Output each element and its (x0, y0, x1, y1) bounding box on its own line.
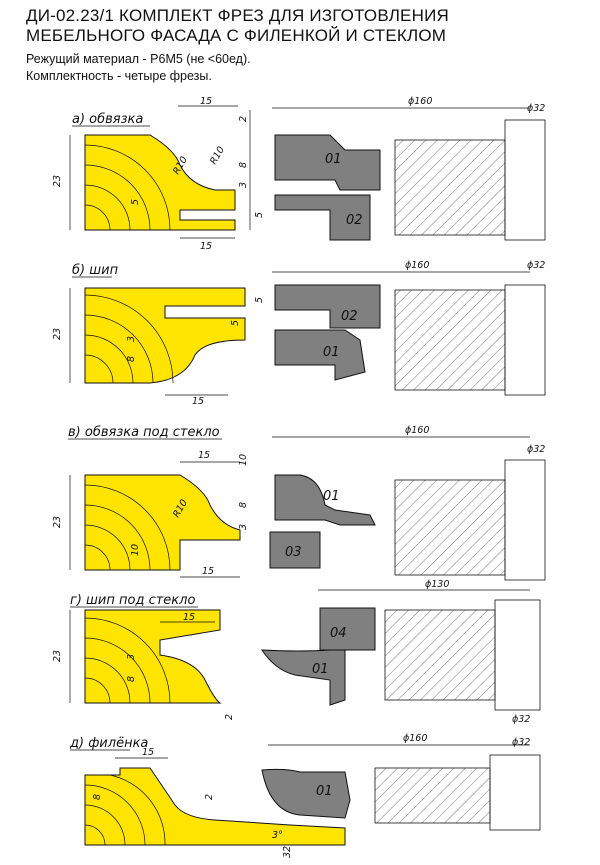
dim-c-2: 8 (238, 502, 249, 508)
wood-profile-a (84, 134, 236, 231)
title-line-2: МЕБЕЛЬНОГО ФАСАДА С ФИЛЕНКОЙ И СТЕКЛОМ (26, 26, 447, 45)
cutter-b-label-1: 02 (341, 309, 358, 324)
material-note: Режущий материал - Р6М5 (не <60ед). (26, 52, 251, 66)
diameter-c: ϕ160 (405, 425, 429, 436)
section-a: а) обвязка 23 15 2 8 3 5 15 R10 R10 5 ϕ1… (52, 96, 546, 252)
dim-23-a: 23 (52, 175, 63, 187)
grain-e (84, 774, 166, 846)
shank-body-a (504, 119, 546, 241)
section-d: г) шип под стекло 23 15 3 8 2 ϕ130 ϕ32 0… (52, 579, 541, 725)
dim-b-2: 3 (126, 336, 137, 342)
cutter-e-01 (261, 768, 351, 819)
dim-a-1: 2 (238, 116, 249, 122)
shank-e: ϕ32 (512, 737, 530, 748)
section-b: б) шип 23 5 5 3 8 15 ϕ160 ϕ32 02 01 (52, 260, 546, 407)
section-d-label: г) шип под стекло (70, 593, 195, 608)
cutter-d-label-1: 04 (330, 626, 347, 641)
dim-a-0: 15 (200, 96, 212, 107)
wood-profile-e (84, 767, 346, 846)
dim-a-4: 5 (254, 212, 265, 218)
cutter-a-label-1: 01 (325, 152, 342, 167)
diameter-e: ϕ160 (403, 733, 427, 744)
cutter-c-01 (274, 474, 376, 526)
dim-23-d: 23 (52, 650, 63, 662)
hatch-body-c (394, 479, 506, 576)
grain-b (84, 294, 174, 384)
grain-a (84, 144, 171, 231)
cutter-a-label-2: 02 (346, 213, 363, 228)
dim-b-1: 5 (230, 320, 241, 326)
shank-body-e (489, 754, 541, 831)
cutter-d-label-2: 01 (312, 662, 329, 677)
diameter-b: ϕ160 (405, 260, 429, 271)
grain-d (84, 617, 171, 704)
wood-profile-d (84, 609, 222, 704)
dim-c-6: 15 (202, 566, 214, 577)
dim-e-1: 8 (92, 794, 103, 800)
hatch-body-d (384, 609, 496, 701)
dim-b-0: 5 (254, 297, 265, 303)
cutter-a-01 (274, 134, 381, 191)
shank-body-d (494, 599, 541, 711)
dim-d-1: 3 (126, 654, 137, 660)
dim-e-3: 3° (272, 830, 283, 841)
title-line-1: ДИ-02.23/1 КОМПЛЕКТ ФРЕЗ ДЛЯ ИЗГОТОВЛЕНИ… (26, 6, 449, 25)
shank-c: ϕ32 (527, 444, 545, 455)
diameter-d: ϕ130 (425, 579, 449, 590)
shank-body-c (504, 459, 546, 581)
section-c-label: в) обвязка под стекло (68, 425, 220, 440)
dim-23-b: 23 (52, 328, 63, 340)
shank-d: ϕ32 (512, 714, 530, 725)
grain-c (84, 484, 171, 571)
diameter-a: ϕ160 (408, 96, 432, 107)
shank-a: ϕ32 (527, 103, 545, 114)
dim-a-2: 8 (238, 162, 249, 168)
wood-profile-c (84, 474, 241, 571)
dim-23-c: 23 (52, 516, 63, 528)
header: ДИ-02.23/1 КОМПЛЕКТ ФРЕЗ ДЛЯ ИЗГОТОВЛЕНИ… (26, 6, 586, 85)
section-a-label: а) обвязка (72, 112, 143, 127)
cutter-b-label-2: 01 (323, 345, 340, 360)
dim-d-3: 2 (224, 714, 235, 720)
cutter-c-03 (269, 531, 321, 569)
dim-c-1: 10 (238, 454, 249, 466)
section-e: д) филёнка 15 8 2 3° 32 ϕ160 ϕ32 01 (69, 733, 541, 858)
dim-a-7: R10 (208, 145, 227, 167)
dim-a-8: 5 (130, 199, 141, 205)
dim-d-2: 8 (126, 676, 137, 682)
dim-e-0: 15 (142, 747, 154, 758)
shank-body-b (504, 284, 546, 396)
cutter-c-label-1: 01 (323, 489, 340, 504)
dim-c-5: 10 (130, 544, 141, 556)
wood-profile-b (84, 287, 246, 384)
hatch-body-b (394, 289, 506, 391)
hatch-body-a (394, 139, 506, 236)
dim-c-0: 15 (198, 450, 210, 461)
dim-b-3: 8 (126, 356, 137, 362)
section-e-label: д) филёнка (69, 736, 148, 751)
dim-c-3: 3 (238, 524, 249, 530)
dim-e-4: 32 (282, 846, 293, 858)
cutter-b-02 (274, 284, 381, 329)
dim-e-2: 2 (204, 794, 215, 800)
cutter-d-01 (261, 649, 346, 706)
cutter-c-label-2: 03 (285, 545, 302, 560)
hatch-body-e (374, 767, 491, 824)
section-c: в) обвязка под стекло 23 15 10 8 3 R10 1… (52, 425, 546, 581)
cutter-d-04 (319, 607, 376, 651)
set-note: Комплектность - четыре фрезы. (26, 69, 212, 83)
cutter-b-01 (274, 329, 366, 381)
section-b-label: б) шип (72, 263, 119, 278)
dim-a-3: 3 (238, 182, 249, 188)
cutter-e-label-1: 01 (316, 784, 333, 799)
dim-a-5: 15 (200, 241, 212, 252)
shank-b: ϕ32 (527, 260, 545, 271)
cutter-a-02 (274, 194, 371, 241)
dim-b-4: 15 (192, 396, 204, 407)
dim-d-0: 15 (183, 612, 195, 623)
